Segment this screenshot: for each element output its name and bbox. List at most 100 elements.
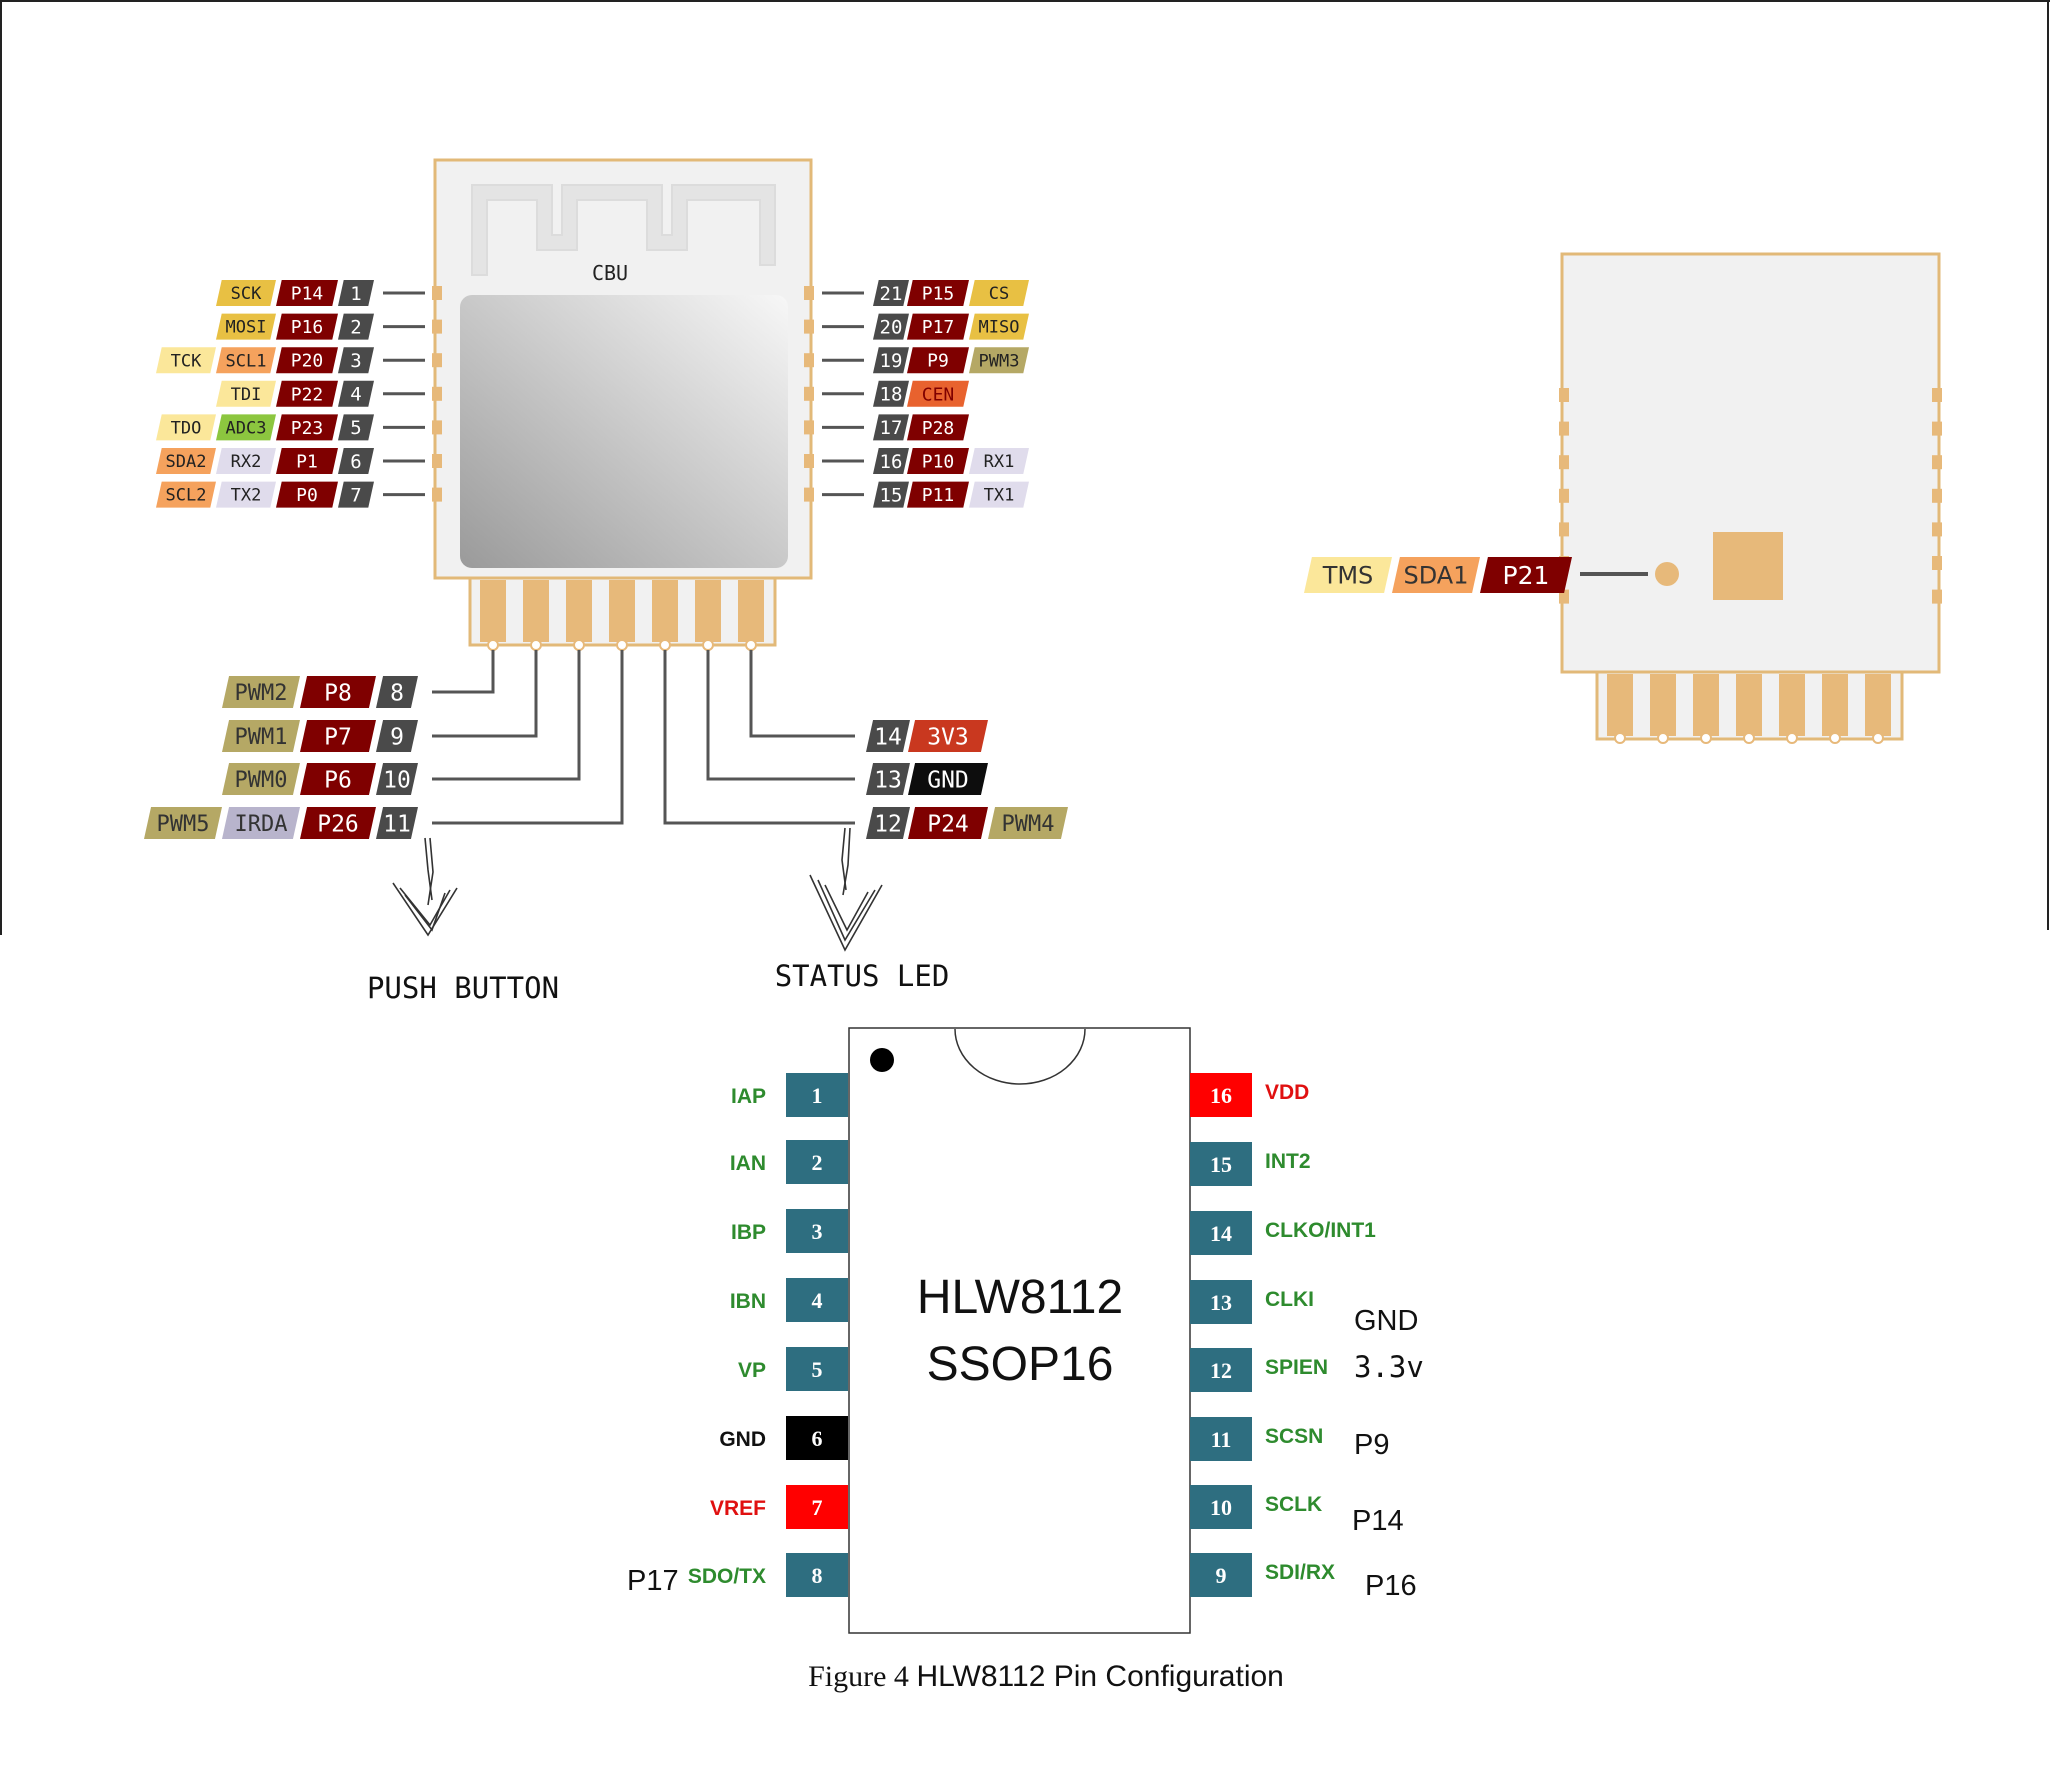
function-label: PWM0 [222, 763, 300, 795]
function-label-text: TCK [171, 351, 202, 371]
back-pin-labels: P21 SDA1 TMS [1304, 557, 1572, 593]
function-label-text: TX2 [231, 486, 262, 506]
pin-number-text: 9 [390, 724, 404, 750]
cbu-module: CBU [432, 158, 814, 651]
function-label-text: TMS [1322, 562, 1374, 590]
left-pin-labels: 1P14SCK2P16MOSI3P20SCL1TCK4P22TDI5P23ADC… [156, 280, 425, 508]
pin-name: SDO/TX [688, 1565, 766, 1588]
hlw8112-chip: HLW8112 SSOP16 [848, 1027, 1191, 1634]
side-pad [1559, 455, 1569, 470]
pin-number: 16 [873, 448, 909, 474]
gpio-label-text: P7 [324, 724, 352, 750]
side-pad [432, 319, 442, 334]
mapping-notes: P17 GND 3.3v P9 P14 P16 [627, 1305, 1424, 1602]
gpio-label: P21 [1480, 557, 1572, 593]
pin-box [1190, 1280, 1252, 1324]
bottom-pad [738, 580, 764, 642]
function-label-text: SDA1 [1404, 562, 1469, 590]
pin-number-text: 19 [880, 350, 903, 372]
pin-box [1190, 1485, 1252, 1529]
pin-number: 18 [873, 380, 909, 407]
status-led-arrow [809, 827, 883, 952]
gpio-label: P20 [276, 347, 338, 374]
pin-number: 1 [812, 1083, 823, 1108]
gpio-label-text: P0 [296, 485, 318, 506]
gpio-label: CEN [907, 380, 969, 407]
pin-number: 4 [812, 1288, 823, 1313]
pin-number-text: 16 [880, 451, 903, 473]
pin-number: 13 [866, 763, 910, 795]
pin-name: SCSN [1265, 1425, 1323, 1448]
bottom-pad-dot [1657, 732, 1669, 744]
pin-number-text: 4 [350, 384, 361, 406]
pin-number: 2 [812, 1150, 823, 1175]
pin-box [786, 1553, 848, 1597]
pin-number: 21 [873, 280, 909, 306]
pin-name: VDD [1265, 1081, 1309, 1104]
function-label-text: SDA2 [166, 452, 207, 472]
pin-name: IBN [730, 1290, 766, 1313]
function-label-text: MISO [979, 318, 1020, 338]
bottom-pad-dot [1743, 732, 1755, 744]
gpio-label-text: CEN [922, 384, 955, 405]
bottom-pad [480, 580, 506, 642]
gpio-label-text: P11 [922, 485, 955, 506]
chip-notch [954, 1028, 1086, 1085]
gpio-label: P14 [276, 280, 338, 306]
function-label: PWM5 [144, 807, 222, 839]
function-label: TX2 [216, 481, 276, 508]
function-label: TX1 [969, 481, 1029, 508]
function-label-text: TDI [231, 385, 262, 405]
pin-name: INT2 [1265, 1150, 1311, 1173]
function-label-text: SCL2 [166, 486, 207, 506]
pin-number: 8 [376, 676, 418, 708]
side-pad [432, 420, 442, 435]
side-pad [1932, 589, 1942, 604]
bottom-pad-dot [1700, 732, 1712, 744]
pin-number: 12 [1210, 1358, 1232, 1383]
gpio-label-text: 3V3 [927, 724, 969, 750]
gpio-label-text: P16 [291, 317, 324, 338]
pin-name: IBP [731, 1221, 766, 1244]
cbu-right-pin-row: 18 CEN [822, 380, 969, 407]
function-label: ADC3 [216, 414, 276, 441]
function-label-text: SCK [231, 284, 262, 304]
pin-number: 11 [376, 807, 418, 839]
bottom-pad [1693, 674, 1719, 736]
bottom-pad-dot [745, 639, 757, 651]
gpio-label: P24 [908, 807, 988, 839]
pin-name: SDI/RX [1265, 1561, 1335, 1584]
pin-name: CLKI [1265, 1288, 1314, 1311]
pin-number: 8 [812, 1563, 823, 1588]
pin-number-text: 11 [383, 811, 411, 837]
side-pad [804, 386, 814, 401]
gpio-label-text: P15 [922, 283, 955, 304]
bottom-pad [652, 580, 678, 642]
function-label-text: PWM4 [1002, 812, 1055, 837]
pin-box [786, 1485, 848, 1529]
gpio-label-text: P23 [291, 418, 324, 439]
function-label: IRDA [222, 807, 300, 839]
function-label: PWM3 [969, 347, 1029, 374]
side-pad [1932, 488, 1942, 503]
function-label: PWM2 [222, 676, 300, 708]
gpio-label: P22 [276, 380, 338, 407]
pin-number: 9 [376, 720, 418, 752]
pin-number: 14 [866, 720, 910, 752]
bottom-pad [1822, 674, 1848, 736]
pin-number: 12 [866, 807, 910, 839]
pin-name: VP [738, 1359, 766, 1382]
